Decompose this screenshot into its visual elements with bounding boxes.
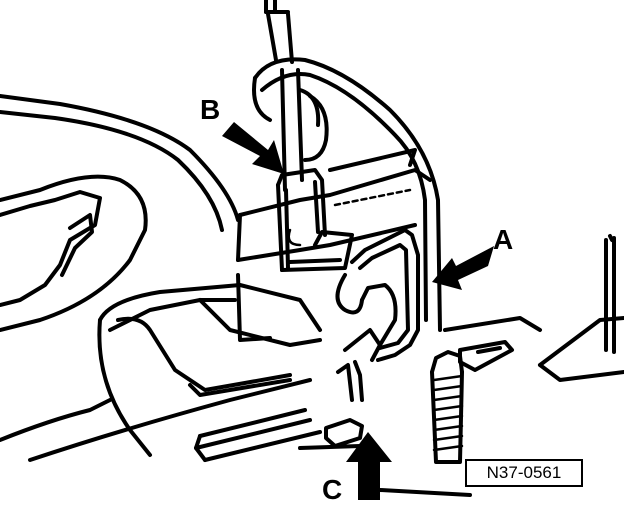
threaded-stud — [430, 350, 464, 464]
arrow-b-icon — [222, 122, 284, 174]
callout-b: B — [200, 94, 221, 125]
guide-rails — [194, 408, 322, 462]
lower-casing — [97, 283, 322, 457]
callout-a: A — [493, 224, 514, 255]
spring-clip — [276, 168, 354, 272]
wire-loop — [335, 228, 420, 402]
callout-c: C — [322, 474, 343, 505]
arrow-a-icon — [432, 246, 494, 290]
housing-body — [0, 94, 312, 462]
lever-arm — [252, 57, 442, 332]
figure-reference-code: N37-0561 — [465, 459, 583, 487]
base-plate — [378, 234, 624, 497]
arrow-c-icon — [346, 432, 392, 500]
selector-shaft — [264, 0, 304, 192]
detent-block — [298, 418, 364, 450]
